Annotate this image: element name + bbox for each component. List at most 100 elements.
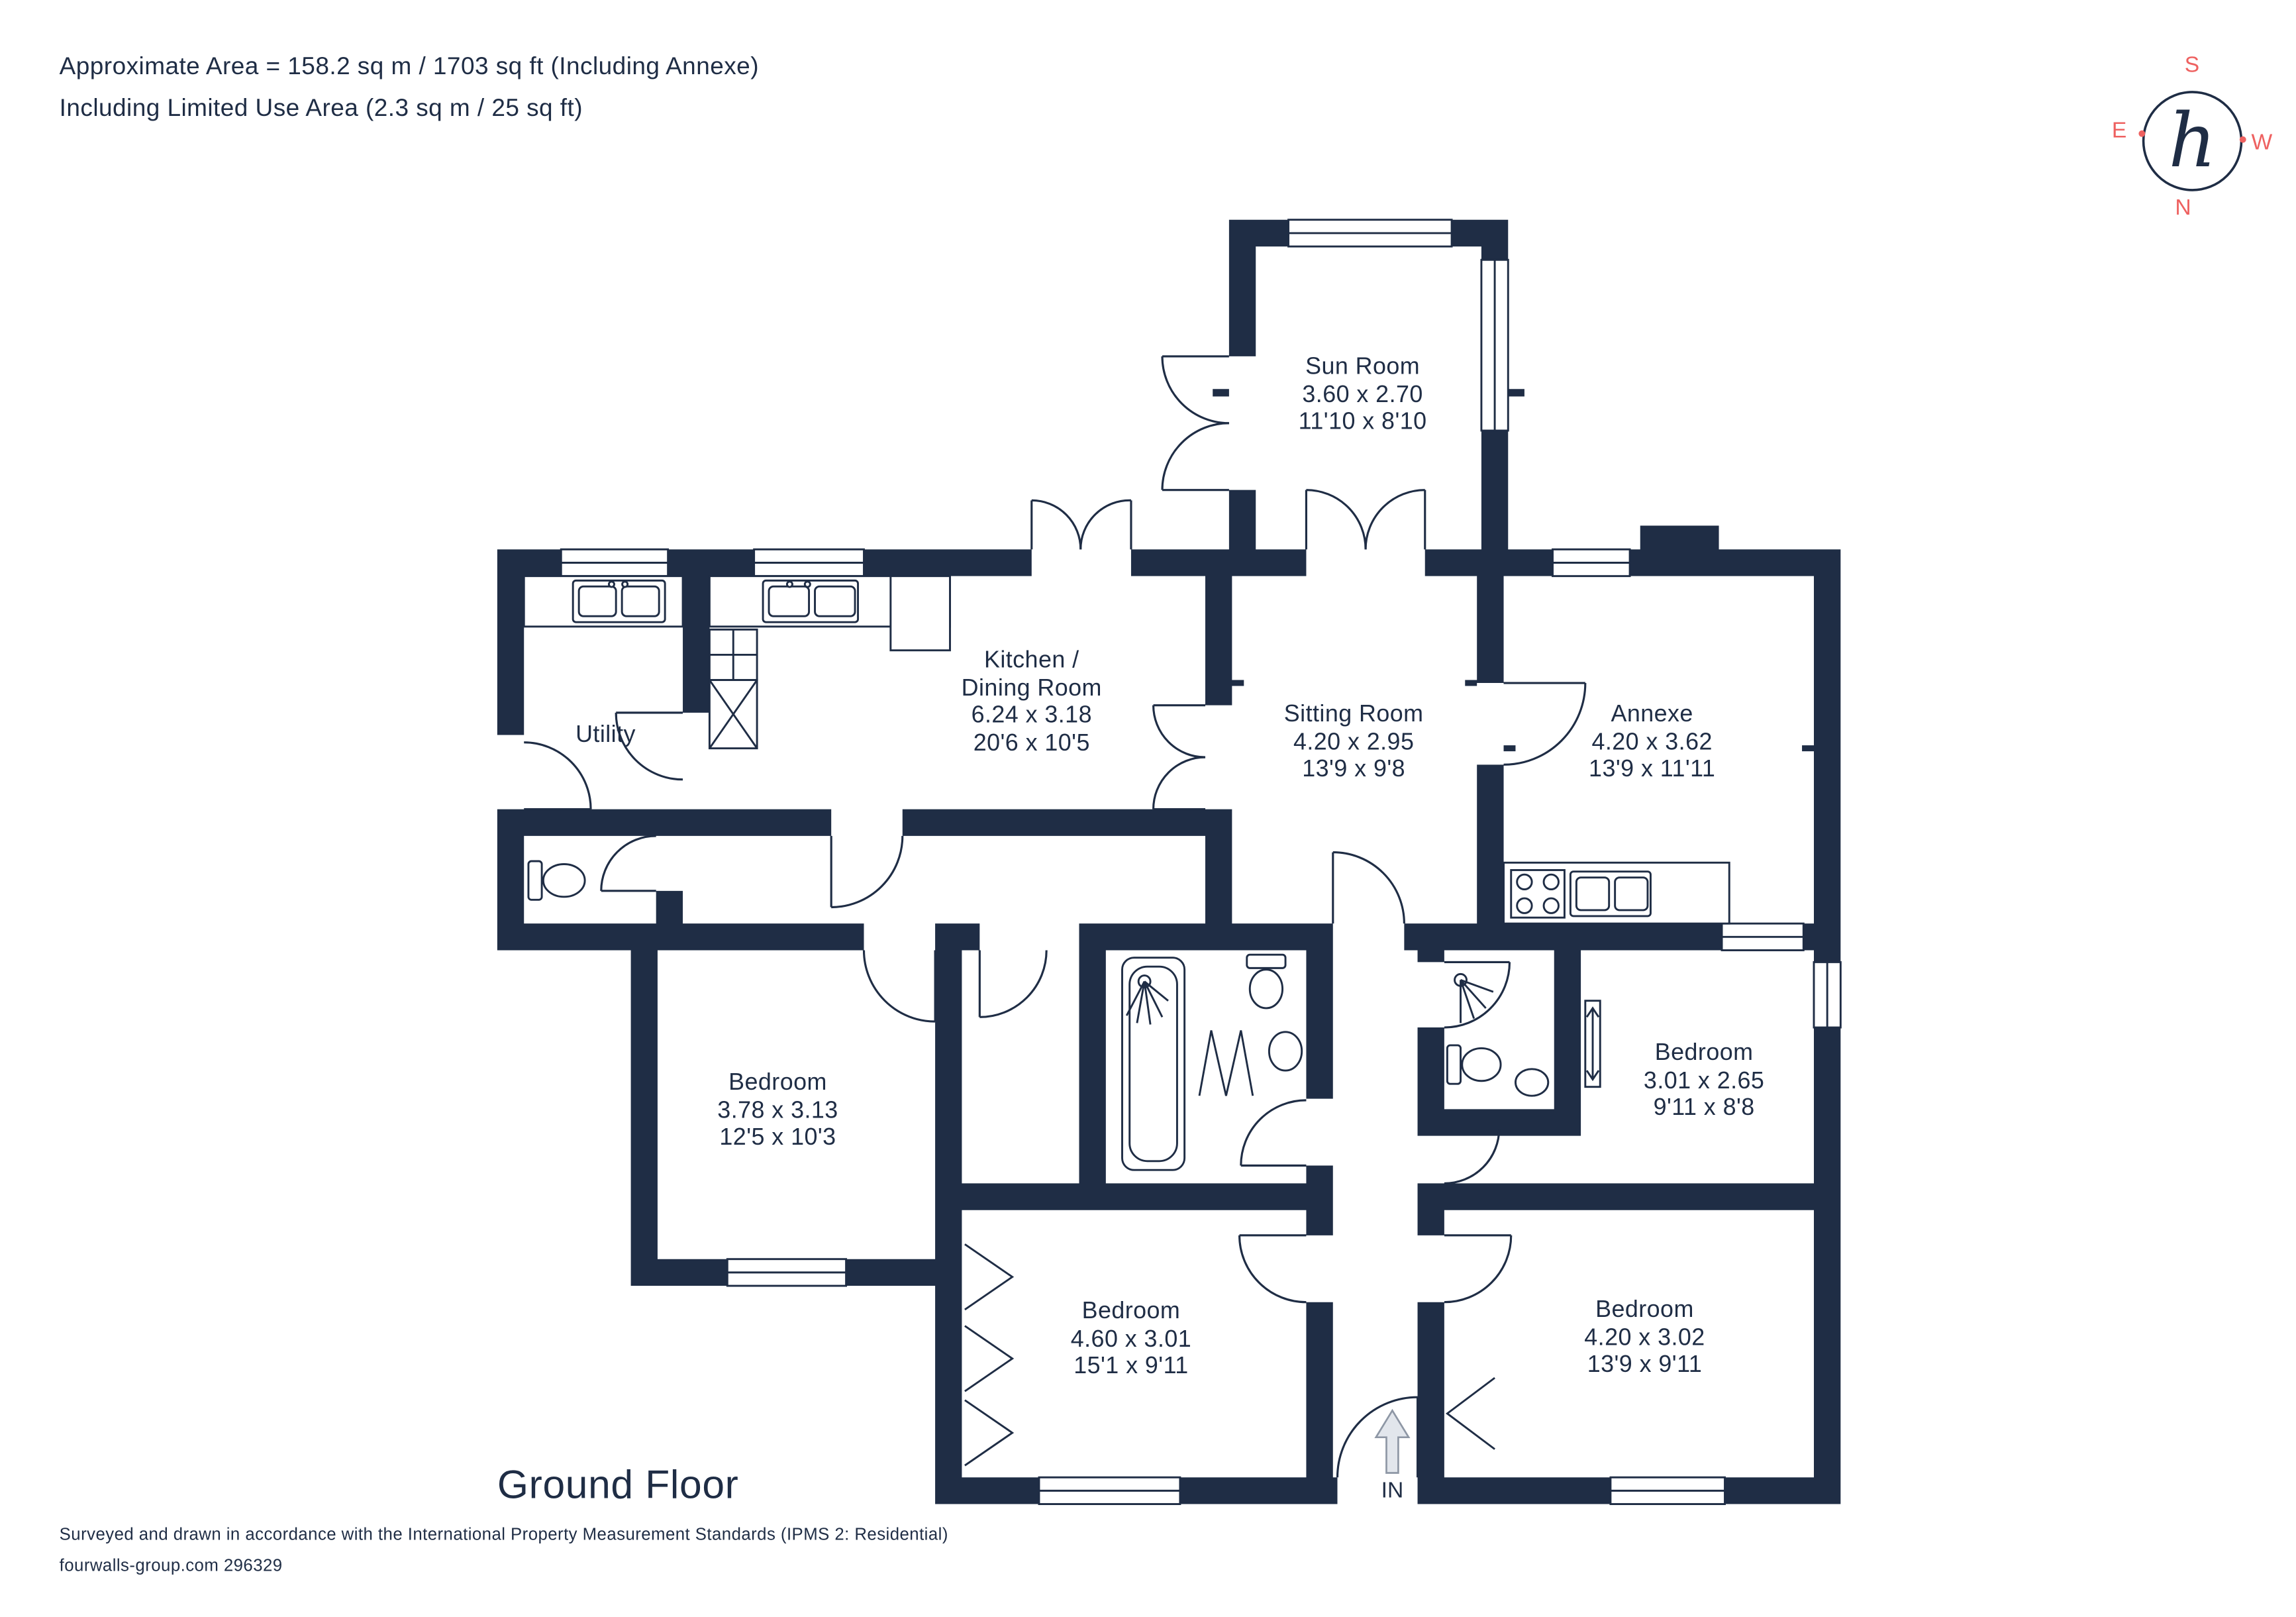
french-door	[1161, 422, 1229, 492]
wardrobe-doors	[964, 1243, 1015, 1311]
room-dims-imperial: 9'11 x 8'8	[1653, 1096, 1755, 1122]
annexe-sink	[1569, 870, 1652, 917]
window	[1480, 258, 1509, 432]
window	[1552, 548, 1631, 578]
shower-head-icon	[1125, 974, 1169, 1025]
room-name: Annexe	[1611, 702, 1693, 728]
window	[1038, 1476, 1181, 1505]
room-dims-metric: 4.20 x 2.95	[1293, 729, 1415, 756]
room-dims-imperial: 13'9 x 9'8	[1302, 757, 1406, 784]
radiator	[1584, 1000, 1601, 1088]
window	[726, 1258, 848, 1287]
approx-area-text: Approximate Area = 158.2 sq m / 1703 sq …	[59, 53, 759, 81]
room-name: Sun Room	[1305, 354, 1421, 380]
room-label-bedroom-bottom-center: Bedroom 4.60 x 3.01 15'1 x 9'11	[1071, 1299, 1191, 1382]
room-label-sitting-room: Sitting Room 4.20 x 2.95 13'9 x 9'8	[1284, 702, 1424, 786]
room-dims-metric: 4.20 x 3.02	[1584, 1325, 1705, 1351]
door	[862, 950, 936, 1023]
kitchen-oven	[708, 679, 758, 750]
room-dims-metric: 4.20 x 3.62	[1591, 729, 1713, 756]
room-dims-imperial: 11'10 x 8'10	[1298, 410, 1427, 436]
entrance-label: IN	[1381, 1478, 1404, 1504]
window	[1721, 922, 1805, 951]
door	[1503, 682, 1587, 766]
door	[1444, 1127, 1501, 1184]
room-label-sun-room: Sun Room 3.60 x 2.70 11'10 x 8'10	[1299, 355, 1427, 439]
compass-south-label: S	[2184, 52, 2201, 78]
door	[615, 711, 683, 781]
room-dims-imperial: 12'5 x 10'3	[719, 1125, 836, 1151]
door	[524, 741, 592, 811]
door	[1332, 851, 1405, 924]
door	[600, 835, 656, 892]
window	[1813, 961, 1842, 1029]
toilet	[1446, 1044, 1502, 1085]
kitchen-sink	[762, 579, 859, 623]
room-dims-imperial: 15'1 x 9'11	[1073, 1354, 1189, 1381]
door	[1444, 1234, 1513, 1304]
toilet	[1246, 953, 1287, 1010]
kitchen-counter-return	[889, 575, 951, 652]
walls	[497, 219, 1841, 1504]
utility-sink	[572, 579, 666, 623]
towel-rail	[1198, 1030, 1254, 1096]
room-dims-imperial: 13'9 x 9'11	[1587, 1353, 1703, 1379]
room-name: Dining Room	[961, 676, 1102, 702]
compass-dot	[2239, 136, 2246, 143]
room-label-bedroom-left: Bedroom 3.78 x 3.13 12'5 x 10'3	[717, 1070, 838, 1154]
french-door	[1364, 489, 1426, 550]
compass-west-label: W	[2251, 130, 2273, 156]
room-label-annexe: Annexe 4.20 x 3.62 13'9 x 11'11	[1589, 702, 1715, 786]
toilet	[527, 860, 586, 901]
compass-east-label: E	[2111, 118, 2128, 144]
room-label-bedroom-bottom-right: Bedroom 4.20 x 3.02 13'9 x 9'11	[1584, 1298, 1705, 1381]
door	[830, 835, 904, 909]
door	[1240, 1099, 1307, 1167]
kitchen-hob	[708, 628, 758, 682]
room-name: Sitting Room	[1283, 702, 1424, 728]
room-name: Bedroom	[1595, 1297, 1694, 1323]
door	[1444, 961, 1511, 1029]
compass: h	[2138, 91, 2246, 191]
room-label-kitchen-dining: Kitchen / Dining Room 6.24 x 3.18 20'6 x…	[962, 649, 1102, 760]
room-dims-imperial: 20'6 x 10'5	[973, 731, 1090, 757]
french-door	[1079, 499, 1132, 550]
compass-dot	[2138, 130, 2146, 137]
window	[1609, 1476, 1726, 1505]
basin	[1515, 1068, 1550, 1097]
room-name: Bedroom	[728, 1070, 827, 1096]
double-door	[1152, 756, 1206, 811]
room-dims-metric: 3.78 x 3.13	[717, 1098, 838, 1123]
floor-title: Ground Floor	[497, 1462, 739, 1508]
french-door	[1030, 499, 1082, 550]
footer-brand-text: fourwalls-group.com 296329	[59, 1557, 283, 1576]
annexe-hob	[1510, 869, 1566, 919]
footer-standards-text: Surveyed and drawn in accordance with th…	[59, 1526, 948, 1545]
room-dims-imperial: 13'9 x 11'11	[1589, 757, 1716, 784]
french-door	[1305, 489, 1367, 550]
room-dims-metric: 3.01 x 2.65	[1643, 1069, 1765, 1094]
room-label-bedroom-right: Bedroom 3.01 x 2.65 9'11 x 8'8	[1644, 1041, 1764, 1124]
room-dims-metric: 4.60 x 3.01	[1070, 1327, 1192, 1353]
door	[1238, 1234, 1307, 1304]
room-name: Kitchen /	[983, 648, 1079, 674]
room-name: Bedroom	[1654, 1041, 1754, 1067]
entrance-arrow-icon	[1374, 1408, 1411, 1474]
room-label-utility: Utility	[575, 723, 636, 751]
bath	[1121, 957, 1186, 1171]
front-door	[1336, 1396, 1419, 1478]
limited-use-area-text: Including Limited Use Area (2.3 sq m / 2…	[59, 95, 583, 122]
double-door	[1152, 704, 1206, 758]
room-dims-metric: 6.24 x 3.18	[971, 704, 1092, 729]
wardrobe-doors	[1445, 1377, 1495, 1450]
compass-logo: h	[2168, 98, 2216, 184]
window	[1287, 219, 1453, 248]
wardrobe-doors	[964, 1325, 1015, 1392]
window	[560, 548, 670, 578]
room-dims-metric: 3.60 x 2.70	[1302, 382, 1423, 408]
wardrobe-doors	[964, 1399, 1015, 1467]
room-name: Utility	[575, 722, 636, 748]
window	[753, 548, 865, 578]
